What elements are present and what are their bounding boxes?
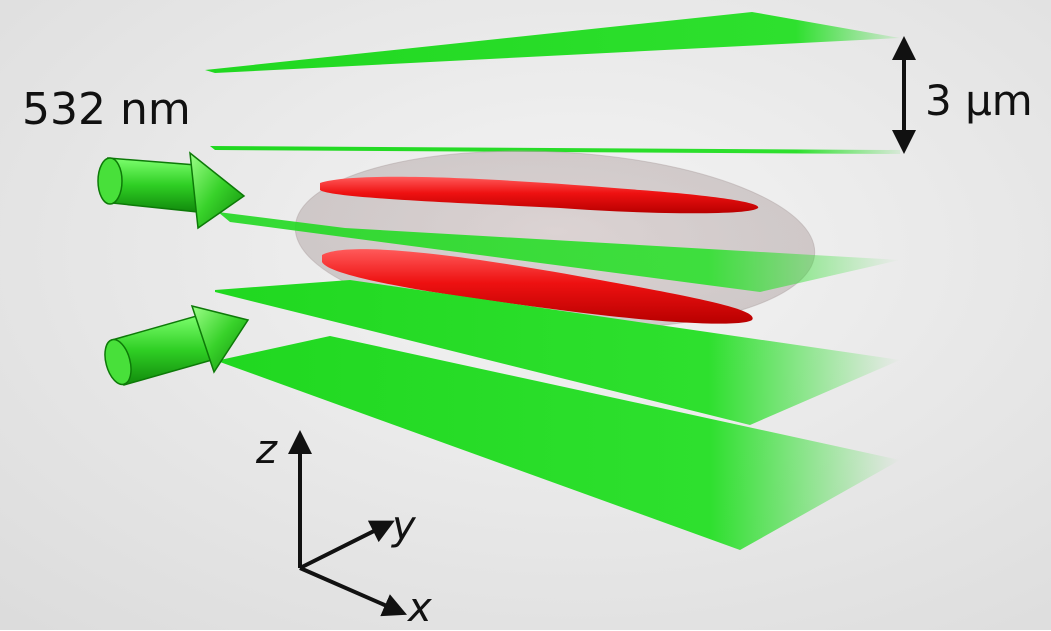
beam-arrow-upper-icon (97, 151, 246, 230)
laser-sheet-1 (205, 12, 900, 73)
wavelength-label: 532 nm (22, 84, 191, 135)
laser-sheet-5 (220, 336, 900, 550)
beam-arrow-lower-icon (104, 304, 250, 386)
axis-x-label: x (408, 585, 432, 631)
laser-sheet-4 (215, 280, 900, 425)
axis-y-label: y (392, 503, 416, 549)
lattice-spacing-label: 3 μm (925, 76, 1033, 125)
atom-layer-upper (320, 176, 759, 214)
axis-z-label: z (256, 427, 277, 473)
laser-sheet-2 (210, 146, 900, 154)
laser-sheet-3 (218, 212, 900, 292)
coordinate-axes-icon (288, 430, 407, 617)
atom-layer-lower (322, 249, 753, 324)
